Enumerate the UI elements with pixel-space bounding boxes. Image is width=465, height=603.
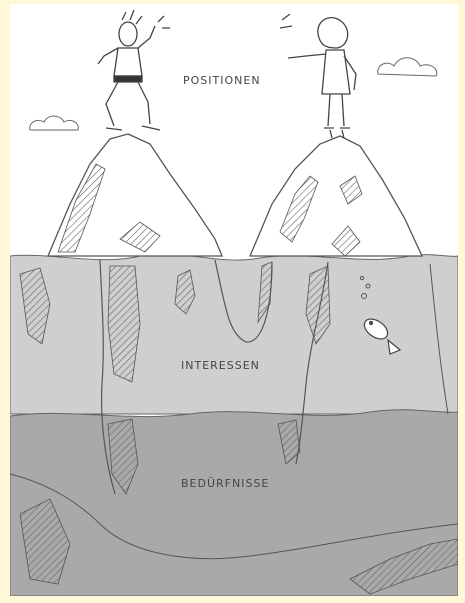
cloud-right <box>378 58 437 76</box>
cloud-left <box>30 116 79 130</box>
label-positions: POSITIONEN <box>183 74 261 87</box>
water-upper-zone <box>10 254 458 414</box>
woman-figure <box>280 14 356 138</box>
label-interests: INTERESSEN <box>181 359 260 372</box>
right-peak <box>250 136 422 256</box>
iceberg-drawing <box>10 4 458 596</box>
man-figure <box>98 10 170 130</box>
label-needs: BEDÜRFNISSE <box>181 477 269 490</box>
iceberg-illustration: POSITIONEN INTERESSEN BEDÜRFNISSE <box>10 4 458 596</box>
